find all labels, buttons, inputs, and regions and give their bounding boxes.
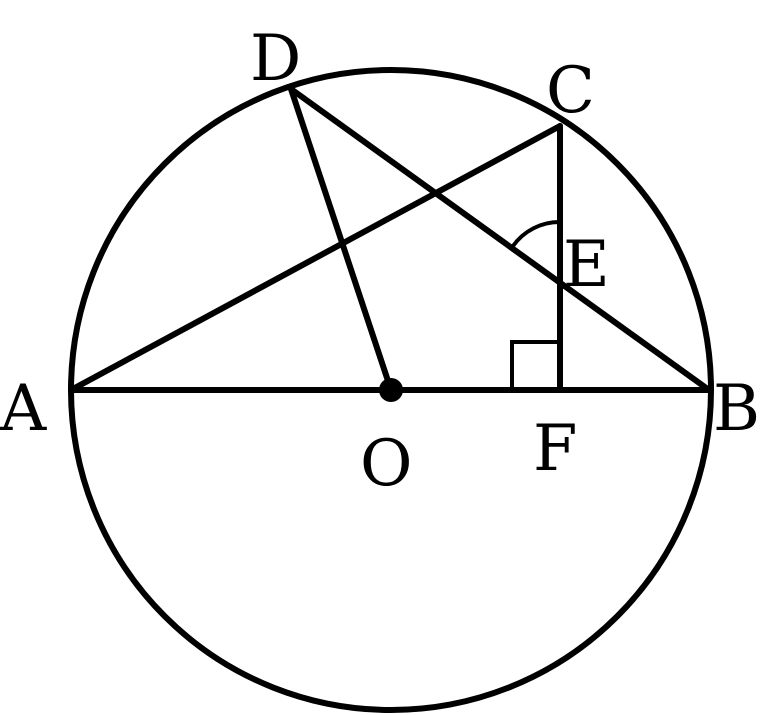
right-angle-marker xyxy=(510,340,560,390)
center-point-o xyxy=(379,378,403,402)
label-b: B xyxy=(713,372,760,446)
label-e: E xyxy=(563,228,610,302)
label-o: O xyxy=(360,427,412,501)
label-f: F xyxy=(533,412,577,486)
angle-arc-e xyxy=(511,219,561,248)
label-a: A xyxy=(0,372,47,446)
label-d: D xyxy=(250,22,301,96)
segment-db xyxy=(288,86,712,393)
label-c: C xyxy=(546,54,595,128)
segment-ac xyxy=(68,123,563,393)
segment-do xyxy=(288,86,394,393)
